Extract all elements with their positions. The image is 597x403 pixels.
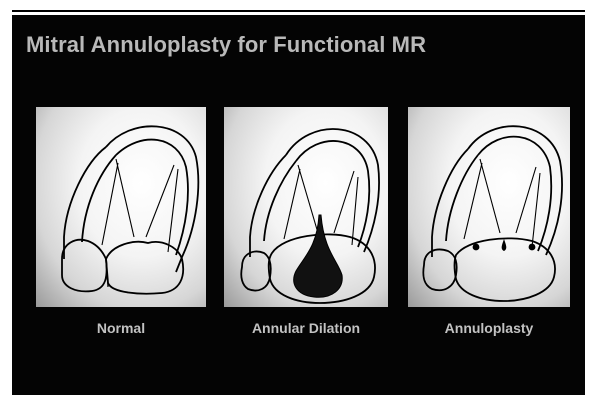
annuloplasty-ring-left-knot xyxy=(473,244,480,251)
regurgitant-jet xyxy=(294,215,342,297)
slide-title: Mitral Annuloplasty for Functional MR xyxy=(26,32,426,58)
top-rule xyxy=(12,10,585,12)
panel-annuloplasty xyxy=(408,107,570,307)
caption-annuloplasty: Annuloplasty xyxy=(408,320,570,336)
annuloplasty-valve-diagram xyxy=(408,107,570,307)
coaptation-point xyxy=(502,239,507,251)
normal-valve-diagram xyxy=(36,107,206,307)
slide: Mitral Annuloplasty for Functional MR xyxy=(12,15,585,395)
caption-normal: Normal xyxy=(36,320,206,336)
annuloplasty-ring-right-knot xyxy=(529,244,536,251)
panel-annular-dilation xyxy=(224,107,388,307)
caption-annular-dilation: Annular Dilation xyxy=(224,320,388,336)
panel-normal xyxy=(36,107,206,307)
dilation-valve-diagram xyxy=(224,107,388,307)
